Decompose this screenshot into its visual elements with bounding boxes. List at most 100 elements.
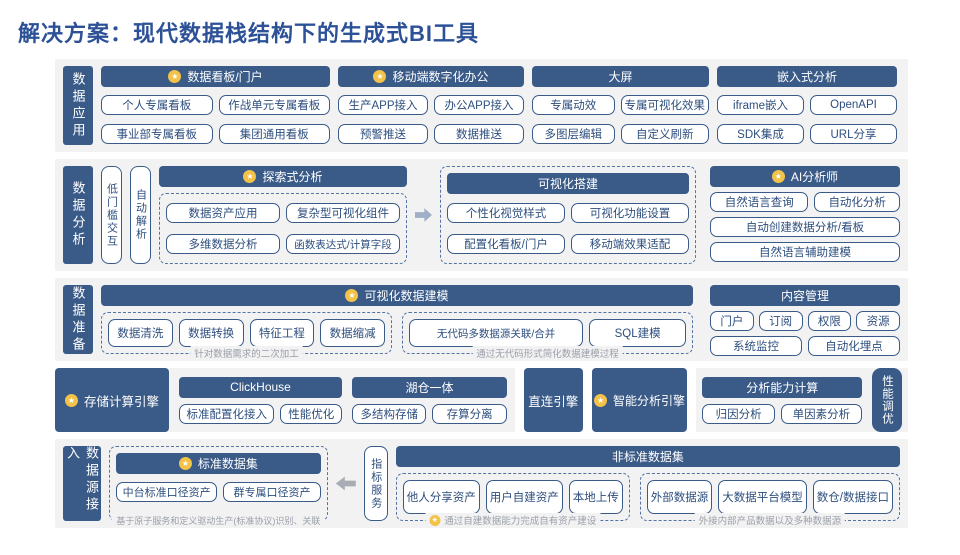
architecture-stack: 数据应用 ★ 数据看板/门户 个人专属看板 作战单元专属看板 事业部专属看板 集… [55, 59, 908, 528]
star-icon: ★ [345, 289, 359, 302]
band-engine: ★ 存储计算引擎 ClickHouse 标准配置化接入 性能优化 湖仓一体 [55, 368, 908, 432]
section-header-label: 移动端数字化办公 [392, 70, 489, 84]
caption-label: 通过自建数据能力完成自有资产建设 [444, 516, 597, 527]
group-analysis-compute: 分析能力计算 归因分析 单因素分析 [702, 368, 862, 432]
section-header-label: 可视化数据建模 [364, 289, 449, 303]
pill-auto-parsing: 自动解析 [130, 166, 151, 264]
feature-chip: 办公APP接入 [434, 94, 524, 115]
section-header: ★ 数据看板/门户 [101, 66, 330, 87]
caption-label: 基于原子服务和定义驱动生产(标准协议)识别、关联 [116, 516, 321, 526]
section-header-label: AI分析师 [790, 170, 839, 184]
page-title: 解决方案：现代数据栈结构下的生成式BI工具 [18, 21, 480, 46]
caption-label: 针对数据需求的二次加工 [194, 349, 299, 360]
section-header: 内容管理 [710, 285, 900, 306]
section-header: ★ 探索式分析 [159, 166, 407, 187]
section-header-label: 嵌入式分析 [776, 70, 837, 84]
feature-chip: 单因素分析 [780, 403, 862, 424]
section-header: ★ 标准数据集 [116, 453, 321, 474]
direct-engine-box: 直连引擎 [523, 368, 583, 432]
section-header: ★ 可视化数据建模 [101, 285, 693, 306]
chip-grid: iframe嵌入 OpenAPI SDK集成 URL分享 [717, 93, 897, 145]
caption-label: 通过无代码形式简化数据建模过程 [476, 349, 619, 360]
feature-chip: 门户 [710, 311, 754, 331]
feature-chip: 资源 [856, 311, 900, 331]
feature-chip: 无代码多数据源关联/合并 [409, 319, 584, 347]
feature-chip: 多图层编辑 [532, 123, 615, 144]
chip-grid: 中台标准口径资产 群专属口径资产 [116, 482, 321, 502]
band-label-data-analysis: 数据分析 [63, 166, 93, 264]
smart-engine-label: 智能分析引擎 [613, 393, 686, 408]
chip-grid: 个人专属看板 作战单元专属看板 事业部专属看板 集团通用看板 [101, 93, 330, 145]
feature-chip: 数据清洗 [108, 319, 173, 347]
feature-chip: 中台标准口径资产 [116, 482, 218, 502]
storage-engine-panel: ★ 存储计算引擎 ClickHouse 标准配置化接入 性能优化 湖仓一体 [55, 368, 515, 432]
section-header-label: 可视化搭建 [537, 177, 598, 191]
section-header-label: 分析能力计算 [746, 380, 819, 395]
feature-chip: 标准配置化接入 [179, 403, 275, 424]
flow-arrow-right-icon [415, 208, 432, 222]
band-data-preparation: 数据准备 ★ 可视化数据建模 数据清洗 数据转换 特征工程 数据缩减 针对数据需… [55, 278, 908, 361]
analysis-compute-panel: 分析能力计算 归因分析 单因素分析 性能调优 [696, 368, 908, 432]
section-header-label: 内容管理 [780, 289, 829, 303]
feature-chip: 特征工程 [249, 319, 315, 347]
section-header: 可视化搭建 [447, 173, 689, 194]
chip-grid: 自然语言查询 自动化分析 [710, 192, 900, 212]
band-label-data-application: 数据应用 [63, 66, 93, 145]
star-icon: ★ [429, 514, 441, 526]
group-caption: 基于原子服务和定义驱动生产(标准协议)识别、关联 [112, 514, 325, 527]
feature-chip: 归因分析 [702, 403, 775, 424]
chip-grid: 系统监控 自动化埋点 [710, 336, 900, 356]
section-header-label: 大屏 [608, 70, 633, 84]
section-content-management: 内容管理 门户 订阅 权限 资源 系统监控 自动化埋点 [710, 285, 900, 356]
group-caption: 外接内部产品数据以及多种数据源 [694, 513, 846, 527]
feature-chip: 订阅 [758, 311, 803, 331]
slide: 解决方案：现代数据栈结构下的生成式BI工具 数据应用 ★ 数据看板/门户 个人专… [0, 16, 960, 528]
metric-service-box: 指标服务 [363, 446, 388, 521]
chip-grid: 归因分析 单因素分析 [702, 403, 862, 424]
feature-chip: 个性化视觉样式 [447, 202, 565, 223]
chip-grid: 标准配置化接入 性能优化 [179, 403, 343, 424]
section-header: 大屏 [532, 66, 709, 87]
flow-arrow-left-icon [335, 476, 356, 491]
feature-chip: 复杂型可视化组件 [286, 202, 400, 223]
feature-chip: 权限 [807, 311, 852, 331]
feature-chip: 自然语言查询 [710, 192, 809, 212]
feature-chip: 事业部专属看板 [101, 123, 213, 144]
section-header: 非标准数据集 [395, 446, 900, 467]
feature-chip: 个人专属看板 [101, 94, 213, 115]
section-header: 分析能力计算 [702, 376, 862, 398]
feature-chip: OpenAPI [810, 94, 897, 115]
feature-chip: 自然语言辅助建模 [710, 242, 900, 262]
band-data-application: 数据应用 ★ 数据看板/门户 个人专属看板 作战单元专属看板 事业部专属看板 集… [55, 59, 908, 152]
chip-grid: 个性化视觉样式 可视化功能设置 配置化看板/门户 移动端效果适配 [447, 200, 689, 257]
star-icon: ★ [594, 393, 608, 407]
group-caption: 通过无代码形式简化数据建模过程 [472, 346, 623, 360]
star-icon: ★ [168, 70, 182, 83]
storage-engine-label: 存储计算引擎 [83, 394, 159, 409]
feature-chip: 用户自建资产 [485, 480, 563, 514]
section-header: ★ 移动端数字化办公 [338, 66, 524, 87]
dashed-group-external: 外部数据源 大数据平台模型 数仓/数据接口 外接内部产品数据以及多种数据源 [639, 473, 900, 527]
section-header-label: 湖仓一体 [405, 380, 454, 395]
storage-engine-box: ★ 存储计算引擎 [55, 368, 169, 432]
star-icon: ★ [771, 170, 785, 183]
feature-chip: 自动化埋点 [808, 336, 900, 356]
chip-grid: 多结构存储 存算分离 [352, 403, 507, 424]
feature-chip: iframe嵌入 [717, 94, 804, 115]
feature-chip: 数仓/数据接口 [812, 480, 893, 514]
group-caption: 针对数据需求的二次加工 [190, 346, 303, 360]
section-header-label: 数据看板/门户 [187, 70, 263, 84]
feature-chip: 集团通用看板 [218, 123, 330, 144]
section-header-label: ClickHouse [230, 380, 291, 394]
performance-tuning-box: 性能调优 [871, 368, 902, 432]
section-big-screen: 大屏 专属动效 专属可视化效果 多图层编辑 自定义刷新 [532, 66, 709, 145]
group-caption: ★ 通过自建数据能力完成自有资产建设 [425, 513, 601, 527]
section-header: 嵌入式分析 [717, 66, 897, 87]
feature-chip: 他人分享资产 [402, 480, 480, 514]
feature-chip: 多维数据分析 [166, 234, 280, 255]
band-label-data-preparation: 数据准备 [63, 285, 93, 354]
section-embedded-analytics: 嵌入式分析 iframe嵌入 OpenAPI SDK集成 URL分享 [717, 66, 897, 145]
feature-chip: 数据缩减 [320, 319, 385, 347]
feature-chip: 自动化分析 [814, 192, 900, 212]
group-clickhouse: ClickHouse 标准配置化接入 性能优化 [179, 368, 343, 432]
